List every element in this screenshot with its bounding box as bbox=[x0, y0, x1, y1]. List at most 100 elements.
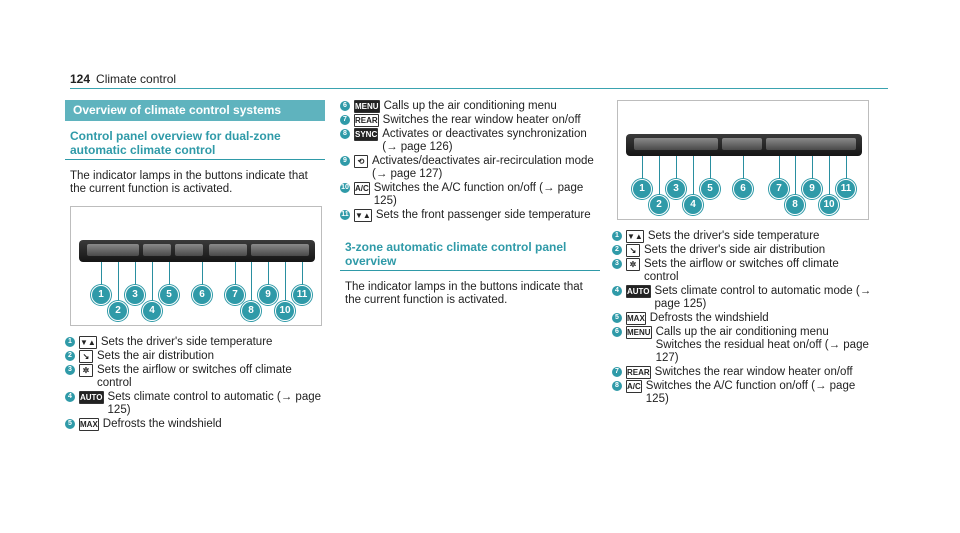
temperature-icon: ▼▲ bbox=[354, 209, 372, 222]
item-number: 1 bbox=[612, 231, 622, 241]
list-item: 1 ▼▲Sets the driver's side temperature bbox=[65, 336, 325, 349]
callout-1: 1 bbox=[632, 179, 652, 199]
3-zone-panel-figure: 1 2 3 4 5 6 7 8 9 10 11 bbox=[617, 100, 869, 220]
item-text: Sets the front passenger side temperatur… bbox=[375, 209, 591, 221]
rear-window-heater-icon: REAR bbox=[626, 366, 651, 379]
legend-list-dual-zone: 1 ▼▲Sets the driver's side temperature 2 ↘… bbox=[65, 336, 325, 431]
callout-9: 9 bbox=[802, 179, 822, 199]
item-text: Sets the airflow or switches off climate… bbox=[644, 258, 839, 283]
item-number: 6 bbox=[340, 101, 350, 111]
item-number: 5 bbox=[612, 313, 622, 323]
callout-8: 8 bbox=[241, 301, 261, 321]
list-item: 11 ▼▲Sets the front passenger side temper… bbox=[340, 209, 600, 222]
item-number: 7 bbox=[340, 115, 350, 125]
item-text: Switches the A/C function on/off (→ page… bbox=[373, 182, 584, 207]
control-panel-image bbox=[79, 240, 315, 262]
header-rule bbox=[70, 88, 888, 89]
item-number: 5 bbox=[65, 419, 75, 429]
item-text: Defrosts the windshield bbox=[102, 418, 222, 430]
item-text: Sets climate control to automatic mode (… bbox=[654, 285, 872, 310]
temperature-icon: ▼▲ bbox=[79, 336, 97, 349]
item-text: Switches the rear window heater on/off bbox=[654, 366, 853, 378]
ac-icon: A/C bbox=[626, 380, 642, 393]
item-number: 4 bbox=[65, 392, 75, 402]
item-text: Switches the A/C function on/off (→ page… bbox=[645, 380, 856, 405]
item-text: Sets the air distribution bbox=[97, 350, 214, 362]
list-item: 2↘Sets the driver's side air distributio… bbox=[612, 244, 872, 257]
item-number: 4 bbox=[612, 286, 622, 296]
item-number: 8 bbox=[340, 129, 350, 139]
item-text: Defrosts the windshield bbox=[649, 312, 769, 324]
callout-3: 3 bbox=[125, 285, 145, 305]
item-text: Sets climate control to automatic (→ pag… bbox=[107, 391, 322, 416]
callout-11: 11 bbox=[292, 285, 312, 305]
item-text: Sets the driver's side temperature bbox=[100, 336, 273, 348]
recirculation-icon: ⟲ bbox=[354, 155, 368, 168]
list-item: 9⟲Activates/deactivates air-recirculatio… bbox=[340, 155, 600, 181]
legend-list-3-zone: 1▼▲Sets the driver's side temperature 2↘… bbox=[612, 230, 872, 406]
item-text: Sets the airflow or switches off climate… bbox=[97, 364, 292, 389]
callout-3: 3 bbox=[666, 179, 686, 199]
callout-8: 8 bbox=[785, 195, 805, 215]
callout-6: 6 bbox=[192, 285, 212, 305]
list-item: 3 ✲ Sets the airflow or switches off clima… bbox=[612, 258, 872, 284]
fan-icon: ✲ bbox=[79, 364, 93, 377]
ac-icon: A/C bbox=[354, 182, 370, 195]
item-number: 3 bbox=[65, 365, 75, 375]
item-number: 1 bbox=[65, 337, 75, 347]
callout-5: 5 bbox=[159, 285, 179, 305]
callout-2: 2 bbox=[649, 195, 669, 215]
callout-6: 6 bbox=[733, 179, 753, 199]
callout-7: 7 bbox=[769, 179, 789, 199]
item-text: Sets the driver's side temperature bbox=[647, 230, 820, 242]
item-number: 3 bbox=[612, 259, 622, 269]
column-3: 1 2 3 4 5 6 7 8 9 10 11 1▼▲Sets the driv… bbox=[612, 100, 872, 407]
item-text: Calls up the air conditioning menu Switc… bbox=[655, 326, 869, 364]
control-panel-image bbox=[626, 134, 862, 156]
callout-1: 1 bbox=[91, 285, 111, 305]
callout-10: 10 bbox=[819, 195, 839, 215]
dual-zone-panel-figure: 1 2 3 4 5 6 7 8 9 10 11 bbox=[70, 206, 322, 326]
menu-icon: MENU bbox=[354, 100, 380, 113]
list-item: 3 ✲ Sets the airflow or switches off clima… bbox=[65, 364, 325, 390]
item-text: Calls up the air conditioning menu bbox=[383, 100, 557, 112]
item-number: 2 bbox=[65, 351, 75, 361]
item-number: 11 bbox=[340, 210, 350, 220]
callout-4: 4 bbox=[142, 301, 162, 321]
item-text: Sets the driver's side air distribution bbox=[644, 244, 826, 256]
auto-icon: AUTO bbox=[626, 285, 651, 298]
auto-icon: AUTO bbox=[79, 391, 104, 404]
callout-10: 10 bbox=[275, 301, 295, 321]
air-distribution-icon: ↘ bbox=[79, 350, 93, 363]
rear-window-heater-icon: REAR bbox=[354, 114, 379, 127]
callout-9: 9 bbox=[258, 285, 278, 305]
defrost-max-icon: MAX bbox=[626, 312, 646, 325]
intro-paragraph: The indicator lamps in the buttons indic… bbox=[345, 281, 583, 306]
chapter-title: Climate control bbox=[96, 72, 177, 86]
fan-icon: ✲ bbox=[626, 258, 640, 271]
list-item: 1▼▲Sets the driver's side temperature bbox=[612, 230, 872, 243]
item-number: 7 bbox=[612, 367, 622, 377]
item-text: Activates/deactivates air-recirculation … bbox=[372, 155, 594, 180]
intro-paragraph: The indicator lamps in the buttons indic… bbox=[70, 170, 308, 195]
sync-icon: SYNC bbox=[354, 128, 379, 141]
item-text: Activates or deactivates synchronization… bbox=[382, 128, 587, 153]
column-1: Overview of climate control systems Cont… bbox=[65, 100, 325, 432]
menu-icon: MENU bbox=[626, 326, 652, 339]
subsection-title-3-zone: 3-zone automatic climate control panel o… bbox=[340, 240, 600, 271]
callout-2: 2 bbox=[108, 301, 128, 321]
callout-7: 7 bbox=[225, 285, 245, 305]
subsection-title-dual-zone: Control panel overview for dual-zone aut… bbox=[65, 129, 325, 160]
